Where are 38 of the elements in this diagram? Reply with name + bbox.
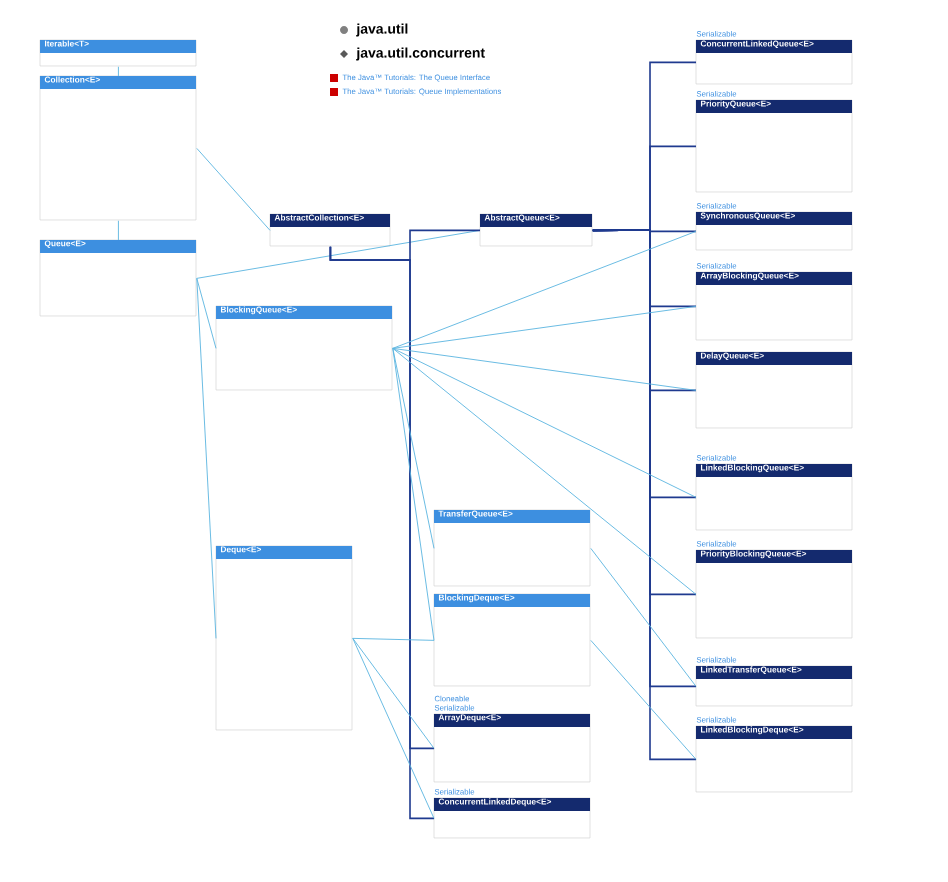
connector (392, 347, 697, 595)
connector (352, 637, 435, 749)
connector (196, 229, 481, 279)
class-box (695, 211, 853, 251)
connector (352, 637, 435, 819)
class-box (215, 305, 393, 391)
class-box (695, 39, 853, 85)
connector (117, 66, 119, 77)
connector (392, 347, 697, 498)
connector (392, 347, 435, 549)
class-box (269, 213, 391, 247)
class-box (695, 665, 853, 707)
connector (590, 547, 697, 687)
connector (392, 230, 697, 349)
connector (196, 147, 271, 231)
class-box (433, 797, 591, 839)
class-box (695, 99, 853, 193)
connector (392, 305, 697, 349)
class-box (215, 545, 353, 731)
class-box (433, 509, 591, 587)
connector (117, 220, 119, 241)
class-box (695, 549, 853, 639)
connector (590, 639, 697, 760)
class-box (39, 239, 197, 317)
connector (392, 347, 697, 391)
connector (392, 347, 435, 641)
class-box (433, 593, 591, 687)
class-box (695, 463, 853, 531)
connector (196, 277, 217, 639)
connector (196, 277, 217, 349)
class-box (695, 725, 853, 793)
class-box (695, 351, 853, 429)
class-box (479, 213, 593, 247)
class-box (39, 75, 197, 221)
class-box (433, 713, 591, 783)
class-box (39, 39, 197, 67)
connector (352, 637, 435, 641)
class-box (695, 271, 853, 341)
